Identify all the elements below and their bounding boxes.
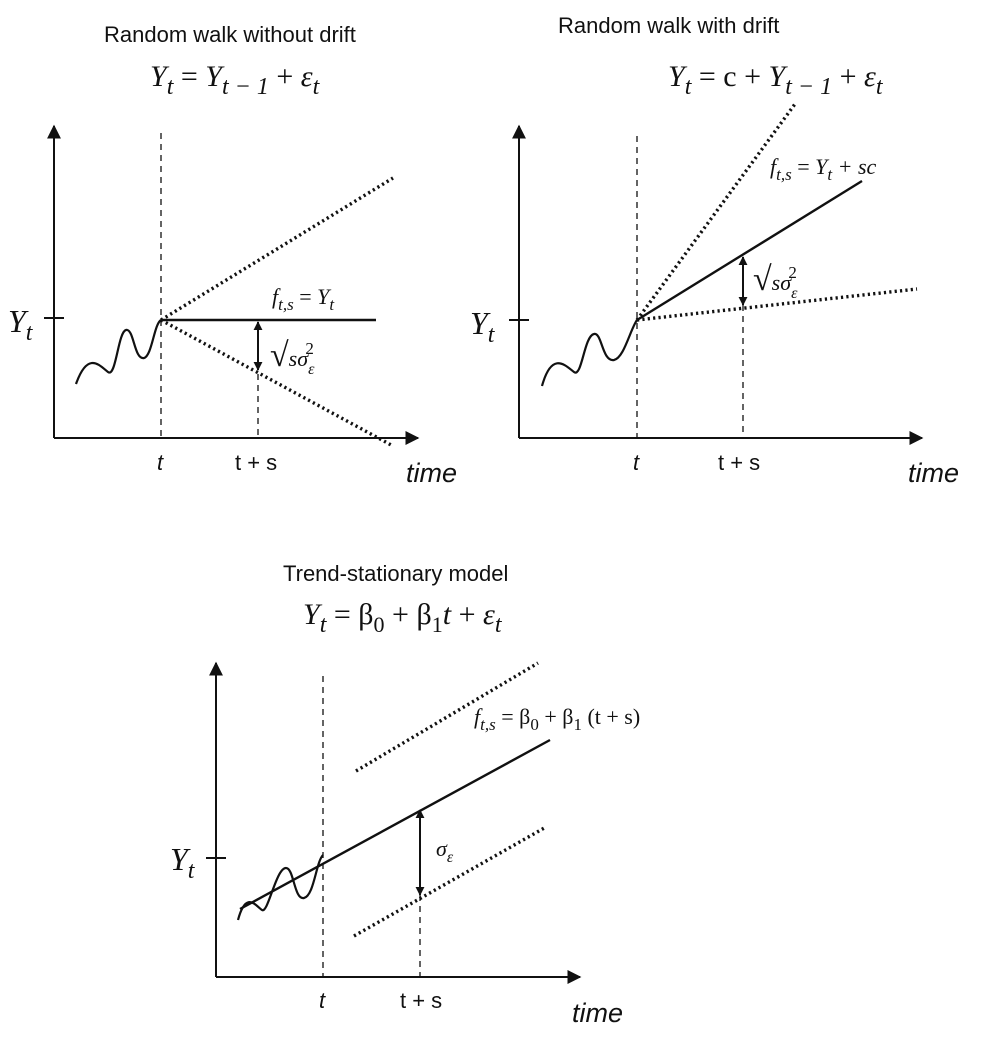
upper-band-line [635, 102, 797, 322]
model-equation: Yt = β0 + β1t + εt [303, 598, 503, 638]
panel-title: Random walk without drift [104, 22, 356, 47]
forecast-label: ft,s = Yt [272, 284, 335, 314]
x-axis-label: time [406, 458, 457, 488]
x-axis-label: time [572, 998, 623, 1028]
x-tick-t: t [157, 450, 164, 475]
lower-band-line [353, 825, 547, 938]
panel-random-walk-with-drift: Random walk with drift Yt = c + Yt − 1 +… [470, 13, 959, 488]
panel-random-walk-without-drift: Random walk without drift Yt = Yt − 1 + … [8, 22, 457, 488]
lower-band-line [636, 287, 918, 322]
historical-series-line [74, 319, 162, 385]
panel-title: Trend-stationary model [283, 561, 508, 586]
model-equation: Yt = c + Yt − 1 + εt [668, 60, 884, 100]
historical-series-line [540, 319, 638, 387]
x-axis-label: time [908, 458, 959, 488]
band-width-label: √sσε2 [753, 261, 798, 302]
historical-series-line [236, 854, 324, 921]
y-axis-label: Yt [470, 305, 496, 348]
band-width-label: σε [436, 836, 454, 866]
x-tick-t-plus-s: t + s [718, 450, 760, 475]
x-tick-t-plus-s: t + s [400, 988, 442, 1013]
panel-trend-stationary-model: Trend-stationary model Yt = β0 + β1t + ε… [170, 561, 640, 1028]
forecast-label: ft,s = β0 + β1 (t + s) [474, 704, 640, 734]
panel-title: Random walk with drift [558, 13, 779, 38]
forecast-label: ft,s = Yt + sc [770, 154, 877, 184]
model-equation: Yt = Yt − 1 + εt [150, 60, 321, 100]
upper-band-line [160, 176, 394, 322]
trend-forecast-line [239, 738, 551, 911]
band-width-label: √sσε2 [270, 337, 315, 378]
lower-band-line [160, 318, 394, 448]
x-tick-t-plus-s: t + s [235, 450, 277, 475]
x-tick-t: t [633, 450, 640, 475]
x-tick-t: t [319, 988, 326, 1013]
y-axis-label: Yt [8, 303, 34, 346]
y-axis-label: Yt [170, 841, 196, 884]
forecast-line [636, 179, 863, 322]
